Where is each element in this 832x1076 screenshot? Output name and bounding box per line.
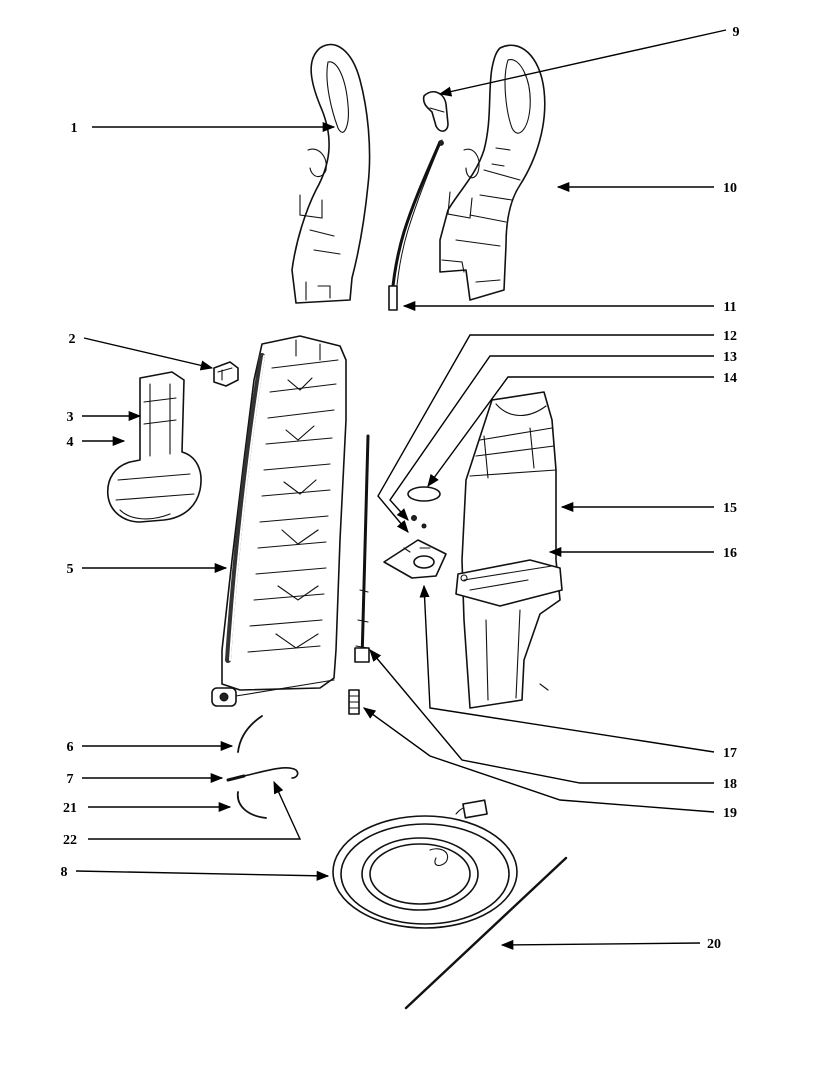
callout-21: 21 [63,801,232,816]
callout-9: 9 [438,25,740,97]
svg-text:9: 9 [733,25,740,40]
callout-13: 13 [389,350,737,521]
part-2-bracket [213,361,239,387]
svg-text:5: 5 [67,562,74,577]
callout-20: 20 [500,937,721,952]
callout-8: 8 [61,865,330,881]
callout-18: 18 [369,649,737,792]
callout-2: 2 [69,332,214,371]
svg-text:6: 6 [67,740,74,755]
callout-7: 7 [67,772,224,787]
part-10-handle-rear [439,44,546,301]
svg-text:7: 7 [67,772,74,787]
svg-text:10: 10 [723,181,737,196]
part-15-16-rear-cover [455,391,563,709]
svg-text:8: 8 [61,865,68,880]
part-18-rod [354,434,370,663]
callout-15: 15 [560,501,737,516]
part-8-power-cord [332,799,518,929]
callout-1: 1 [71,121,336,136]
callout-5: 5 [67,562,228,577]
svg-text:11: 11 [723,300,736,315]
part-20-rod [404,856,568,1010]
svg-text:14: 14 [723,371,737,386]
part-6-7-21-22-wires [226,715,299,819]
part-11-rod [388,139,444,311]
svg-text:2: 2 [69,332,76,347]
callout-6: 6 [67,740,234,755]
svg-text:13: 13 [723,350,737,365]
part-5-main-body [211,335,347,707]
callout-22: 22 [63,780,302,848]
svg-text:18: 18 [723,777,737,792]
callout-12: 12 [377,329,737,533]
callout-4: 4 [67,435,126,450]
callout-11: 11 [402,300,737,315]
svg-text:1: 1 [71,121,78,136]
svg-text:15: 15 [723,501,737,516]
part-19-fasteners [348,689,360,715]
svg-text:21: 21 [63,801,77,816]
svg-text:3: 3 [67,410,74,425]
svg-text:17: 17 [723,746,737,761]
svg-text:20: 20 [707,937,721,952]
callout-17: 17 [419,584,737,761]
callout-3: 3 [67,410,142,425]
callout-14: 14 [427,371,737,488]
part-9-clip [422,91,449,132]
part-3-4-bracket-assembly [106,371,202,523]
svg-text:19: 19 [723,806,737,821]
svg-text:16: 16 [723,546,737,561]
part-12-14-17-plate-set [383,486,447,579]
callout-19: 19 [362,707,737,821]
svg-text:4: 4 [67,435,74,450]
svg-text:22: 22 [63,833,77,848]
callout-16: 16 [548,546,737,561]
part-1-handle-front [291,43,371,304]
svg-text:12: 12 [723,329,737,344]
callout-10: 10 [556,181,737,196]
